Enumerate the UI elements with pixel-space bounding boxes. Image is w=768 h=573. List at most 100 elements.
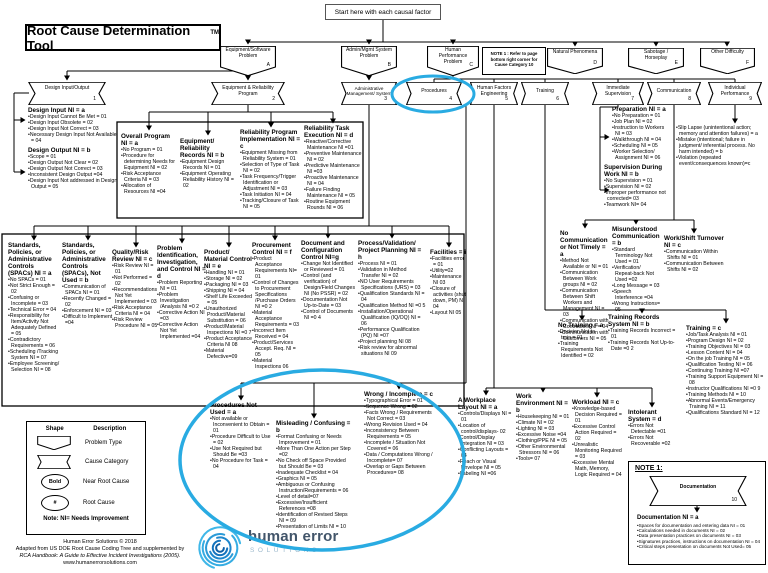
list-item: Reactive/Corrective Maintenance NI =01 <box>304 139 362 152</box>
list-item: Control of Documents NI =0 4 <box>301 309 356 322</box>
list-misunderstood-communication: Misunderstood Communication = b Standard… <box>612 226 660 314</box>
list-item: Product/Services Accept. Req. NI = 05 <box>252 340 299 359</box>
list-item: Reach or Visual Envelope NI = 05 <box>458 459 514 472</box>
legend-shape-header: Shape <box>45 426 64 432</box>
list-title: Misleading / Confusing = b <box>276 420 351 435</box>
list-items: Not available or Inconvenient to Obtain … <box>210 416 272 471</box>
list-item: NO User Requirements Specifications (URS… <box>358 279 426 292</box>
chevron-shape <box>521 82 569 105</box>
list-title: Training = c <box>686 325 722 332</box>
problem-type-letter: A <box>266 62 270 68</box>
page-title-text: Root Cause Determination Tool <box>27 22 191 53</box>
list-item: Tracking/Closure of Task NI = 05 <box>240 198 302 211</box>
list-item: Scheduling /Tracking System NI = 07 <box>8 349 60 362</box>
list-item: Allocation of Resources NI =04 <box>121 183 177 196</box>
list-training: Training = c Job/Task Analysis NI = 01Pr… <box>686 325 766 417</box>
top-note-text: NOTE 1 : Refer to page bottom right corn… <box>490 51 538 68</box>
list-item: No Program = 01 <box>121 147 177 154</box>
list-item: Shipping NI = 04 <box>204 288 254 295</box>
list-item: Design Input Not addressed in Design Out… <box>28 178 120 191</box>
legend-row-problem-type: Problem Type <box>31 436 141 450</box>
list-item: Difficult to Implement =04 <box>62 314 114 327</box>
legend: Shape Description Problem Type Cause Cat… <box>26 421 146 535</box>
list-misleading-confusing: Misleading / Confusing = b Format Confus… <box>276 420 352 531</box>
documentation-chevron-label: Documentation <box>679 484 717 490</box>
list-item: Shelf Life Exceeded = 05 <box>204 294 254 307</box>
pentagon-shape <box>700 48 755 74</box>
cause-category-communication: Communication 8 <box>647 82 701 105</box>
trademark-symbol: TM <box>210 29 219 36</box>
list-item: Training Support Equipment NI = 08 <box>686 374 766 387</box>
list-item: Corrective Action NI =03 <box>157 310 207 323</box>
cause-category-label: Individual Performance <box>720 85 750 97</box>
legend-label: Problem Type <box>85 440 122 446</box>
list-facilities: Facilities = i Facilities error = 01Util… <box>430 249 466 317</box>
list-item: Qualification Method NI =0 5 <box>358 303 426 310</box>
list-item: Lesson Content NI = 04 <box>686 350 766 357</box>
list-title: No Communication or Not Timely = a <box>560 230 608 259</box>
list-item: Proactive Maintenance NI = 04 <box>304 175 362 188</box>
list-title: Work/Shift Turnover NI = c <box>664 235 724 250</box>
list-item: Speech Interference =04 <box>612 289 660 302</box>
legend-label: Root Cause <box>83 500 115 506</box>
list-title: Intolerant System = d <box>628 409 662 424</box>
list-document-configuration-control: Document and Configuration Control NI=g … <box>301 240 356 322</box>
list-equipment-reliability-records: Equipment/ Reliability Records NI = b Eq… <box>180 138 236 190</box>
list-item: Excessive Noise =04 <box>516 432 570 439</box>
list-item: Method Not Available or NI = 01 <box>560 258 610 271</box>
list-item: Routine Equipment Rounds NI = 06 <box>304 199 362 212</box>
list-item: Predictive Maintenance NI =03 <box>304 163 362 176</box>
list-item: Communication of SPACs NI = 01 <box>62 284 114 297</box>
problem-type-label: Human Performance Problem <box>438 47 468 65</box>
list-item: Product Acceptance Requirements NI= 01 <box>252 256 299 281</box>
list-item: Training Methods NI = 10 <box>686 392 766 399</box>
list-title: Documentation NI = a <box>637 515 699 521</box>
page-title: Root Cause Determination Tool TM <box>25 22 221 53</box>
problem-type-letter: E <box>674 60 678 66</box>
list-item: Risk Review NI = 01 <box>112 263 158 276</box>
list-work-environment: Work Environment NI = b Housekeeping NI … <box>516 393 570 463</box>
list-problem-identification: Problem Identification, Investigation, a… <box>157 245 207 341</box>
footer-link[interactable]: www.humanerrorsolutions.com <box>63 560 137 567</box>
list-items: Facilities error = 01Utility=02Maintenan… <box>430 256 466 317</box>
list-spacs-ni: Standards, Policies, or Administrative C… <box>8 242 60 374</box>
list-no-training: No Training = a Decision Not to train = … <box>558 322 606 360</box>
list-item: Equipment Operating Reliability History … <box>180 171 236 190</box>
list-item: Communication with Contractors NI = 04 <box>560 318 610 331</box>
list-item: Data / Computations Wrong / Incomplete= … <box>364 452 434 465</box>
list-documentation: Documentation NI = a Spaces for document… <box>637 515 761 549</box>
list-process-validation-project-planning: Process/Validation/ Project Planning NI … <box>358 240 426 358</box>
list-item: Walkthrough NI = 04 <box>612 137 670 144</box>
list-item: Identification of Revised Steps NI = 09 <box>276 512 352 525</box>
list-items: Risk Review NI = 01Not Performed = 02Rec… <box>112 263 158 330</box>
problem-type-letter: C <box>469 62 473 68</box>
cause-category-label: Training <box>536 88 554 94</box>
list-item: Excessive Mental Math, Memory, Logic Req… <box>572 460 622 479</box>
list-item: Excessive Control Action Required = 02 <box>572 424 622 443</box>
footer-line: Adapted from US DOE Root Cause Coding Tr… <box>15 546 185 553</box>
list-title: Training Records System NI = b <box>608 314 660 329</box>
list-items: Controls/Displays NI = 01Location of con… <box>458 411 514 478</box>
cause-category-number: 5 <box>505 96 508 102</box>
list-item: Design Output Not Clear = 02 <box>28 160 120 167</box>
cause-category-number: 1 <box>93 96 96 102</box>
fingerprint-logo-icon <box>198 526 242 570</box>
chevron-shape <box>592 82 644 105</box>
list-item: Housekeeping NI = 01 <box>516 414 570 421</box>
list-title: Process/Validation/ Project Planning NI … <box>358 240 422 262</box>
list-item: Data presentation practices on documents… <box>637 533 761 538</box>
list-title: Workload NI = c <box>572 399 620 406</box>
cause-category-number: 3 <box>384 96 387 102</box>
list-title: No Training = a <box>558 322 604 329</box>
list-title: Procedures Not Used = a <box>210 402 257 417</box>
problem-type-label: Equipment/Software Problem <box>225 47 271 59</box>
list-item: Unrealistic Monitoring Required = 03 <box>572 442 622 461</box>
list-item: Equipment Design Records NI = 01 <box>180 159 236 172</box>
list-item: Teamwork NI= 04 <box>604 202 666 209</box>
list-item: Unauthorized Product/Material Substituti… <box>204 306 254 325</box>
list-items: Problem Reporting NI = 01Problem Investi… <box>157 280 207 341</box>
list-title: Problem Identification, Investigation, a… <box>157 245 206 281</box>
list-title: Equipment/ Reliability Records NI = b <box>180 138 225 160</box>
list-items: Design Input Cannot Be Met = 01Design In… <box>28 114 120 145</box>
list-item: Supervision NI = 02 <box>604 184 666 191</box>
